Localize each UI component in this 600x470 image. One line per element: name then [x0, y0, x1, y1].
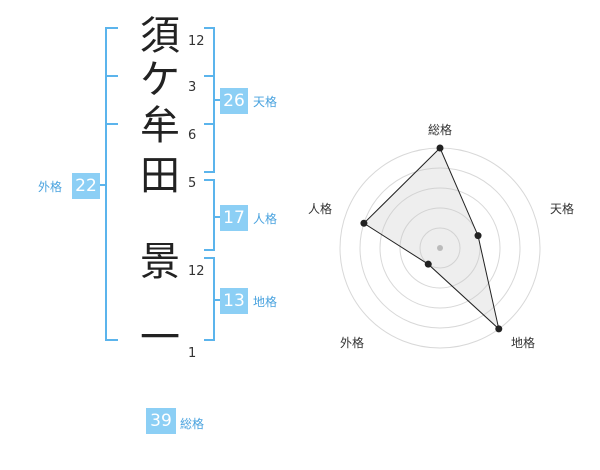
radar-label-soukaku: 総格 — [428, 123, 453, 137]
tenkaku-label: 天格 — [253, 95, 278, 109]
gaikaku-score: 22 — [72, 173, 100, 199]
radar-center-dot — [437, 245, 443, 251]
radar-point — [436, 144, 444, 152]
name-char-5: 景 — [140, 239, 180, 285]
name-char-3: 牟 — [140, 103, 180, 149]
radar-ring — [399, 207, 481, 289]
radar-point — [424, 260, 432, 268]
stroke-count-2: 3 — [188, 80, 197, 95]
name-char-4: 田 — [140, 153, 180, 199]
jinkaku-bracket — [204, 179, 215, 251]
soukaku-label: 総格 — [180, 417, 205, 431]
name-char-2: ケ — [140, 57, 180, 103]
radar-point — [360, 219, 368, 227]
name-char-1: 須 — [140, 13, 180, 59]
radar-label-tenkaku: 天格 — [550, 202, 575, 216]
stroke-count-3: 6 — [188, 128, 197, 143]
jinkaku-label: 人格 — [253, 212, 278, 226]
stroke-count-1: 12 — [188, 34, 205, 49]
stroke-count-6: 1 — [188, 346, 197, 361]
radar-label-gaikaku: 外格 — [340, 336, 365, 350]
radar-point — [474, 232, 482, 240]
chikaku-score: 13 — [220, 288, 248, 314]
radar-ring — [419, 227, 461, 269]
tenkaku-score: 26 — [220, 88, 248, 114]
stroke-count-5: 12 — [188, 264, 205, 279]
radar-area — [363, 147, 500, 331]
name-char-6: 一 — [140, 315, 180, 361]
soukaku-score: 39 — [146, 408, 176, 434]
radar-ring — [359, 167, 521, 329]
jinkaku-score: 17 — [220, 205, 248, 231]
stroke-count-4: 5 — [188, 176, 197, 191]
radar-point — [495, 325, 503, 333]
chikaku-label: 地格 — [253, 295, 278, 309]
radar-ring — [379, 187, 501, 309]
gaikaku-label: 外格 — [38, 180, 63, 194]
radar-label-chikaku: 地格 — [511, 336, 536, 350]
radar-points — [360, 144, 503, 333]
radar-label-jinkaku: 人格 — [308, 202, 333, 216]
